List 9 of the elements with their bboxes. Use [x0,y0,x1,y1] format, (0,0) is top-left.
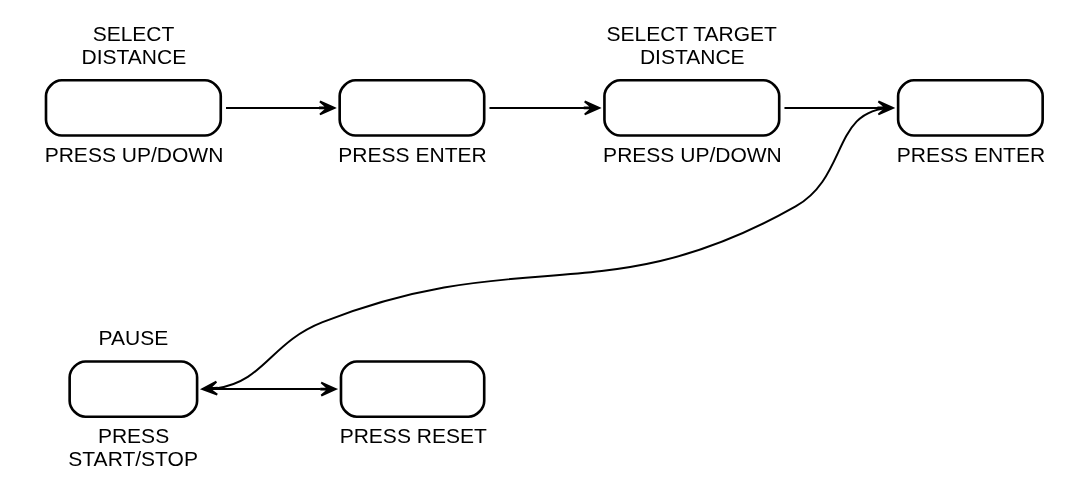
node-label: PRESS ENTER [337,142,487,166]
node-label: PRESS START/STOP [67,423,198,471]
node-label: SELECT DISTANCE [80,21,186,69]
node-label: PRESS RESET [339,423,487,447]
node-label: PAUSE [98,326,168,350]
node-label: PRESS UP/DOWN [602,142,782,166]
node-label: SELECT TARGET DISTANCE [605,21,777,69]
node-label: PRESS UP/DOWN [44,142,223,166]
node-label: PRESS ENTER [896,142,1045,166]
